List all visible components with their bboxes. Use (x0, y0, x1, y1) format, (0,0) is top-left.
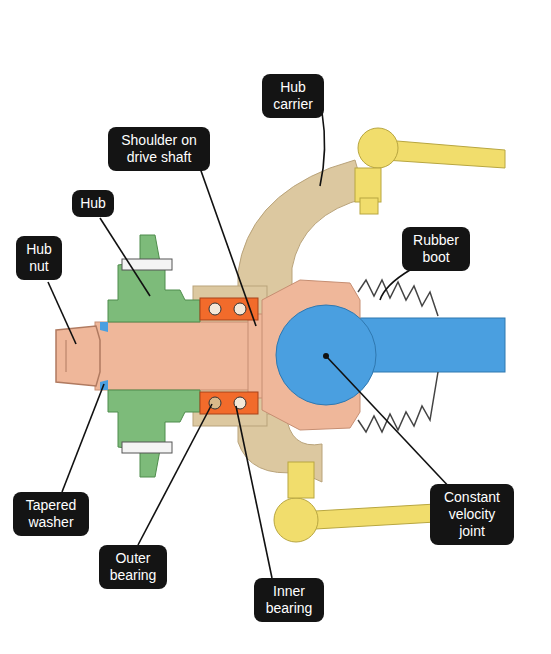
leader-line (100, 218, 150, 296)
upper-stud (355, 168, 381, 202)
callout-label: Tapered washer (13, 492, 89, 536)
leader-line (48, 282, 76, 344)
upper-nut (360, 198, 378, 214)
leader-line (200, 168, 256, 326)
callout-text: Shoulder on drive shaft (114, 132, 204, 166)
callout-label: Inner bearing (254, 578, 324, 622)
callout-label: Shoulder on drive shaft (108, 127, 210, 171)
callout-text: Inner bearing (260, 583, 318, 617)
nut-face-line (66, 340, 67, 372)
callout-text: Rubber boot (408, 232, 464, 266)
callout-text: Tapered washer (19, 497, 83, 531)
leader-line (62, 384, 104, 492)
leader-line (138, 404, 212, 545)
callout-text: Outer bearing (105, 550, 161, 584)
bearing-ball (234, 303, 246, 315)
callout-label: Hub nut (16, 236, 62, 280)
leader-line (380, 270, 410, 300)
drive-shaft (355, 318, 505, 372)
hub-upper (108, 235, 200, 322)
callout-label: Hub (72, 190, 114, 217)
stub-shaft (95, 322, 270, 390)
callout-label: Constant velocity joint (430, 484, 514, 545)
callout-text: Constant velocity joint (436, 489, 508, 540)
bearing-ball (209, 303, 221, 315)
hub-nut (56, 326, 100, 386)
callout-label: Outer bearing (99, 545, 167, 589)
lower-stud (288, 462, 314, 498)
wheel-stud (122, 442, 172, 453)
leader-lines (48, 112, 452, 578)
callout-text: Hub nut (22, 241, 56, 275)
callout-label: Rubber boot (402, 227, 470, 271)
callout-text: Hub carrier (268, 79, 318, 113)
cv-ball (276, 305, 376, 405)
upper-arm (385, 140, 505, 168)
hub-carrier-upper (238, 160, 366, 298)
rubber-boot (358, 280, 438, 316)
lower-ball-joint (274, 498, 318, 542)
callout-label: Hub carrier (262, 74, 324, 118)
upper-ball-joint (358, 128, 398, 168)
leader-dot (323, 353, 329, 359)
leader-line (320, 112, 325, 186)
callout-text: Hub (78, 195, 108, 212)
leader-line (326, 356, 452, 490)
tapered-washer (100, 322, 108, 332)
leader-line (236, 406, 272, 578)
hub-lower (108, 390, 200, 477)
